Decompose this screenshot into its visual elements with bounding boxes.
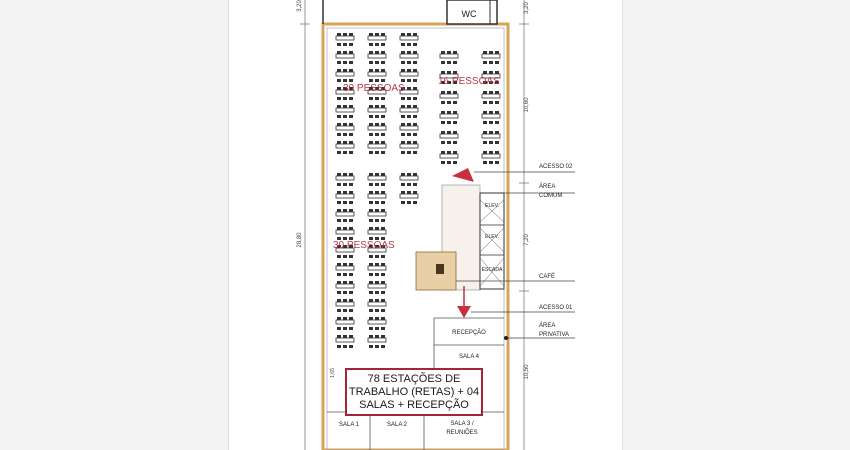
wc-label: WC [462,9,477,19]
summary-box: 78 ESTAÇÕES DE TRABALHO (RETAS) + 04 SAL… [345,368,483,416]
dim-seg-upper: 10,60 [524,97,530,113]
sala1-label: SALA 1 [339,422,360,428]
workstation-cluster [481,111,501,124]
callout-dot-privativa [504,336,508,340]
workstation-cluster [439,91,459,104]
workstation-cluster [399,33,419,46]
dim-small: 1,65 [330,368,336,378]
workstation-cluster [335,227,355,240]
recepcao-label: RECEPÇÃO [452,329,486,336]
dimension-chain-left: 28,80 3,20 [297,0,310,450]
workstation-cluster [335,335,355,348]
workstation-cluster [335,105,355,118]
summary-line-2: TRABALHO (RETAS) + 04 [348,385,480,398]
wc-room [446,0,498,25]
dim-seg-top: 3,20 [297,0,303,12]
workstation-cluster [367,141,387,154]
workstation-cluster [335,191,355,204]
summary-line-1: 78 ESTAÇÕES DE [367,372,461,385]
workstation-cluster [335,87,355,100]
workstation-cluster [335,245,355,258]
workstation-cluster [335,69,355,82]
callout-area-privativa-1: ÁREA [539,322,555,329]
stair-elevator-core [479,192,505,290]
sala3-label-line1: SALA 3 / [450,421,474,427]
workstation-cluster [335,33,355,46]
workstation-cluster [367,299,387,312]
workstation-cluster [439,111,459,124]
summary-line-3: SALAS + RECEPÇÃO [359,398,469,411]
workstation-cluster [335,209,355,222]
workstation-cluster [481,51,501,64]
core-area: ELEV. ELEV. ESCADA [415,184,505,291]
workstation-cluster [481,91,501,104]
elevator-2-label: ELEV. [485,234,499,240]
sala2-label: SALA 2 [387,422,408,428]
callout-acesso-02: ACESSO 02 [539,164,573,170]
building-outline [321,22,510,450]
workstation-cluster [399,191,419,204]
workstation-cluster [335,141,355,154]
callout-area-comum-1: ÁREA [539,183,555,190]
workstation-cluster [367,209,387,222]
workstation-cluster [399,105,419,118]
workstation-cluster [439,131,459,144]
workstation-cluster [367,173,387,186]
workstation-cluster [335,299,355,312]
workstation-cluster [481,71,501,84]
workstation-cluster [367,317,387,330]
workstation-cluster [399,173,419,186]
workstation-cluster [367,33,387,46]
workstation-cluster [399,51,419,64]
workstation-clusters [335,33,501,348]
access-01-marker [457,306,471,318]
workstation-cluster [367,335,387,348]
workstation-cluster [367,245,387,258]
workstation-cluster [367,123,387,136]
workstation-cluster [335,51,355,64]
workstation-cluster [399,141,419,154]
sala4-label: SALA 4 [459,354,480,360]
workstation-cluster [335,317,355,330]
workstation-cluster [367,105,387,118]
dim-seg-low: 10,50 [524,364,530,380]
callout-acesso-01: ACESSO 01 [539,305,573,311]
workstation-cluster [335,281,355,294]
stairs-label: ESCADA [482,267,503,273]
workstation-cluster [367,51,387,64]
workstation-cluster [367,87,387,100]
workstation-cluster [367,227,387,240]
sala3-label-line2: REUNIÕES [446,429,477,436]
callout-cafe: CAFÉ [539,273,555,280]
workstation-cluster [367,69,387,82]
workstation-cluster [367,281,387,294]
dim-seg-mid: 7,20 [524,234,530,246]
dim-seg-top-right: 3,20 [524,2,530,14]
zone-label-mid-left: 30 PESSOAS [333,240,395,251]
workstation-cluster [335,263,355,276]
workstation-cluster [399,123,419,136]
workstation-cluster [439,151,459,164]
workstation-cluster [399,69,419,82]
cafe-item [436,264,444,274]
workstation-cluster [335,173,355,186]
workstation-cluster [481,131,501,144]
workstation-cluster [367,263,387,276]
workstation-cluster [481,151,501,164]
zone-label-top-left: 30 PESSOAS [343,83,405,94]
dimension-chain-right: 3,20 10,60 7,20 10,50 [519,0,530,450]
access-02-marker [452,168,474,182]
workstation-cluster [439,71,459,84]
workstation-cluster [367,191,387,204]
callout-area-privativa-2: PRIVATIVA [539,332,569,338]
elevator-1-label: ELEV. [485,203,499,209]
zone-label-top-right: 16 PESSOAS [438,76,500,87]
dim-total-length: 28,80 [297,232,303,248]
workstation-cluster [335,123,355,136]
workstation-cluster [439,51,459,64]
callout-lines [456,171,575,339]
workstation-cluster [399,87,419,100]
callout-area-comum-2: COMUM [539,193,562,199]
